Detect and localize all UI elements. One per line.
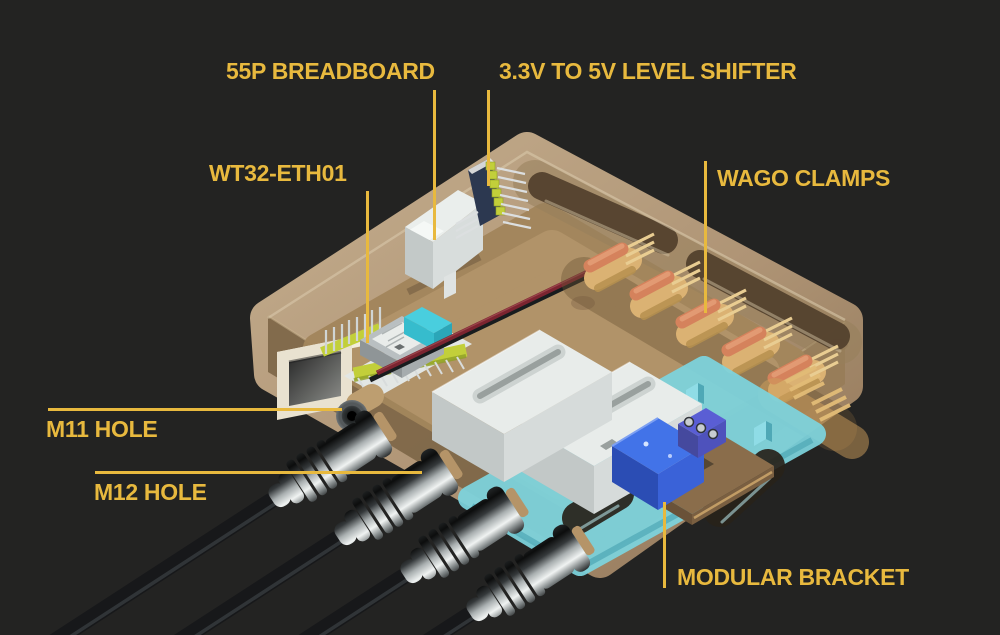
label-m11-hole: M11 HOLE: [46, 416, 158, 442]
cable-gland: [0, 410, 397, 635]
cable-gland: [188, 524, 595, 635]
shifter-pins: [455, 166, 532, 239]
cable-gland: [122, 486, 529, 635]
blue-relay: [611, 408, 726, 510]
leader-wt32-eth01: [366, 191, 369, 343]
label-level-shifter: 3.3V TO 5V LEVEL SHIFTER: [499, 58, 797, 84]
jumper-wires: [368, 266, 596, 383]
vent-slot: [528, 172, 678, 254]
vent-slot: [686, 250, 850, 350]
label-modular-bracket: MODULAR BRACKET: [677, 564, 909, 590]
leader-wago-clamps: [704, 161, 707, 313]
floor-screw-boss: [571, 296, 595, 310]
label-m12-hole: M12 HOLE: [94, 479, 207, 505]
label-55p-breadboard: 55P BREADBOARD: [226, 58, 435, 84]
breadboard: [405, 190, 483, 299]
relay-module: [431, 329, 612, 482]
wago-clamp: [721, 316, 793, 376]
cable-gland: [56, 448, 463, 635]
leader-m12-hole: [95, 471, 422, 474]
wago-clamps: [561, 232, 869, 459]
cable-glands: [0, 410, 595, 635]
label-wt32-eth01: WT32-ETH01: [209, 160, 347, 186]
header-pins: [324, 307, 382, 354]
leader-level-shifter: [487, 90, 490, 186]
module-connector: [404, 307, 452, 333]
leader-m11-hole: [48, 408, 342, 411]
wago-clamp: [583, 232, 655, 292]
wago-clamp: [629, 260, 701, 320]
leader-modular-bracket: [663, 502, 666, 588]
screw-terminal: [678, 408, 726, 458]
wago-clamp: [675, 288, 747, 348]
leader-55p-breadboard: [433, 90, 436, 240]
label-wago-clamps: WAGO CLAMPS: [717, 165, 891, 191]
